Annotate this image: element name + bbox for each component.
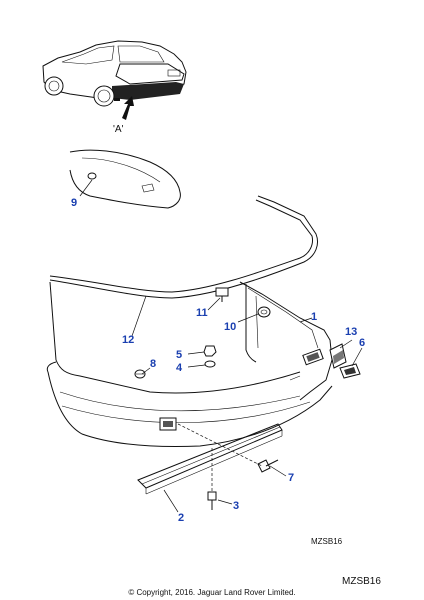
callout-7: 7 [288,472,294,484]
support-bracket [137,423,283,495]
mounting-clip [257,306,271,318]
push-fixing [134,369,146,379]
bumper-seal-strip [49,195,318,299]
callout-9: 9 [71,197,77,209]
car-overview-illustration [42,40,187,120]
callout-10: 10 [224,321,236,333]
callout-4: 4 [176,362,183,374]
callout-1: 1 [311,311,317,323]
callout-12: 12 [122,334,134,346]
screw [207,491,217,510]
diagram-reference: MZSB16 [311,537,343,546]
callout-8: 8 [150,358,156,370]
page-reference: MZSB16 [342,576,381,587]
washer [204,360,216,368]
rear-body-panel [69,149,181,209]
nut [203,345,217,357]
view-label: 'A' [113,124,124,135]
rear-bumper-assembly [46,281,333,447]
callout-5: 5 [176,349,182,361]
callout-3: 3 [233,500,239,512]
callout-6: 6 [359,337,365,349]
callout-2: 2 [178,512,184,524]
leader-lines [79,179,363,513]
callout-11: 11 [196,307,208,319]
fixing-stud [215,287,229,302]
reflector-pad [329,343,347,369]
callout-13: 13 [345,326,357,338]
side-reflector [339,363,361,379]
bolt [257,459,279,473]
copyright-notice: © Copyright, 2016. Jaguar Land Rover Lim… [128,588,295,597]
